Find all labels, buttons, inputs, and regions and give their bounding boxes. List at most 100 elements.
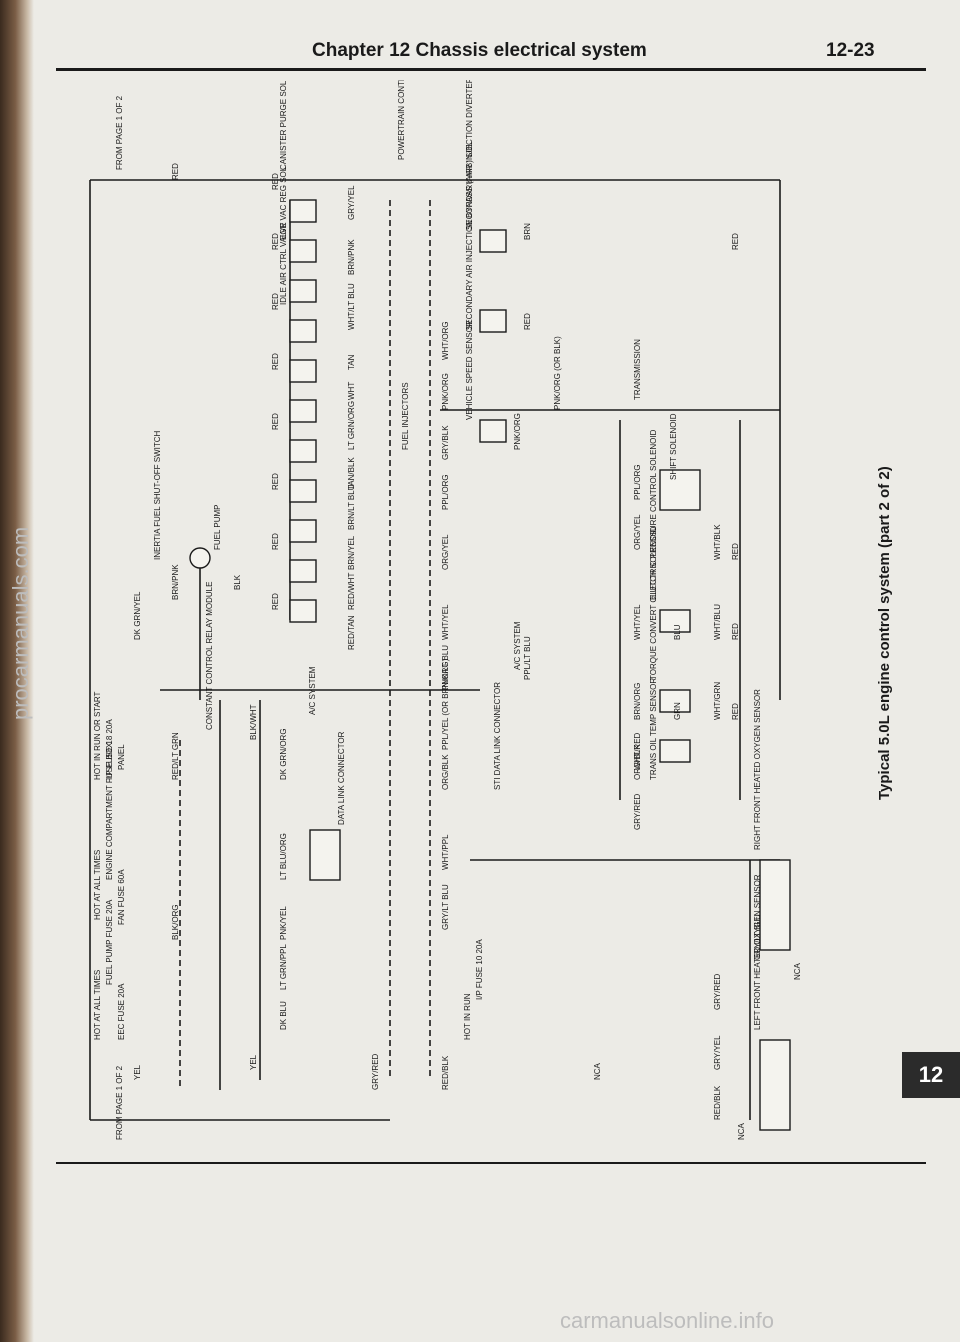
wire-gry-lt-blu: GRY/LT BLU — [441, 884, 450, 930]
header-rule — [56, 68, 926, 71]
wire-brn-yel: BRN/YEL — [347, 535, 356, 570]
label-inertia-switch: INERTIA FUEL SHUT-OFF SWITCH — [153, 430, 162, 560]
left-o2-sensor-box — [759, 1039, 791, 1131]
watermark-bottom: carmanualsonline.info — [560, 1308, 775, 1333]
wire-wht-lt-blu: WHT/LT BLU — [347, 283, 356, 330]
injector-box-6 — [289, 519, 317, 543]
label-vehicle-speed-sensor: VEHICLE SPEED SENSOR — [465, 320, 474, 420]
chapter-tab: 12 — [902, 1052, 960, 1098]
vss-box — [479, 419, 507, 443]
airb-solenoid-box — [479, 309, 507, 333]
wire-red-5: RED — [271, 353, 280, 370]
wire-brn-pnk: BRN/PNK — [347, 239, 356, 275]
wire-red-3: RED — [271, 233, 280, 250]
wire-red-blk: RED/BLK — [441, 1055, 450, 1090]
label-hot-in-run: HOT IN RUN — [463, 993, 472, 1040]
wire-nca-2: NCA — [793, 962, 800, 980]
wire-grn: GRN — [673, 702, 682, 720]
wire-nca-3: NCA — [593, 1062, 602, 1080]
label-from-top: FROM PAGE 1 OF 2 — [115, 95, 124, 170]
wire-red-7: RED — [271, 473, 280, 490]
wire-ppl-org-2: PPL/ORG — [633, 464, 642, 500]
label-shift-solenoid: SHIFT SOLENOID — [669, 413, 678, 480]
watermark-left-wrapper: procarmanuals.com — [4, 420, 40, 720]
label-constant-control-relay: CONSTANT CONTROL RELAY MODULE — [205, 582, 214, 730]
wire-wht-yel-2: WHT/YEL — [633, 604, 642, 640]
wire-org-blk-2: ORG/BLK — [633, 744, 642, 780]
wiring-diagram: FROM PAGE 1 OF 2 FROM PAGE 1 OF 2 HOT IN… — [89, 80, 800, 1140]
wire-wht-grn: WHT/GRN — [713, 682, 722, 720]
injector-box-8 — [289, 599, 317, 623]
label-ip-panel: PANEL — [117, 744, 126, 770]
egr-vac-reg-box — [289, 239, 317, 263]
wire-brn-pnk-2: BRN/PNK — [171, 564, 180, 600]
wire-brn-org: BRN/ORG — [633, 683, 642, 720]
wire-red-2: RED — [271, 173, 280, 190]
book-spine-shadow — [0, 0, 34, 1342]
wire-nca-1: NCA — [737, 1122, 746, 1140]
wire-tan: TAN — [347, 354, 356, 370]
wire-wht-red: WHT/RED — [633, 732, 642, 770]
label-left-o2: LEFT FRONT HEATED OXYGEN SENSOR — [753, 874, 762, 1030]
data-link-connector-box — [309, 829, 341, 881]
label-fan-fuse: FAN FUSE 60A — [117, 869, 126, 925]
wire-wht-blu: WHT/BLU — [713, 604, 722, 640]
label-fuel-injectors: FUEL INJECTORS — [401, 382, 410, 450]
wire-wht: WHT — [347, 382, 356, 400]
wire-red-10: RED — [523, 313, 532, 330]
wire-gry-lt-blu-2: GRY/LT BLU — [753, 914, 762, 960]
label-hot-at-all-times-1: HOT AT ALL TIMES — [93, 850, 102, 920]
canister-purge-solenoid-box — [289, 199, 317, 223]
right-o2-sensor-box — [759, 859, 791, 951]
fuel-pump-motor-symbol — [189, 547, 211, 569]
label-tcc-solenoid: TORQUE CONVERT CLUTCH SOLENOID — [649, 526, 658, 680]
footer-rule — [56, 1162, 926, 1164]
wire-pnk-lt-blu: PNK/LT BLU — [441, 645, 450, 690]
epc-solenoid-box — [659, 609, 691, 633]
wire-red-lt-grn: RED/LT GRN — [171, 732, 180, 780]
label-trans-oil-temp: TRANS OIL TEMP SENSOR — [649, 678, 658, 780]
wire-org-blk: ORG/BLK — [441, 754, 450, 790]
chapter-title: Chapter 12 Chassis electrical system — [312, 40, 647, 61]
wire-gry-blk: GRY/BLK — [441, 425, 450, 460]
wire-dk-grn-org: DK GRN/ORG — [279, 728, 288, 780]
wire-pnk-org-or-blk: PNK/ORG (OR BLK) — [553, 336, 562, 410]
label-secondary-air-bypass: SECONDARY AIR INJECTION BYPASS (AIRB) SO… — [465, 141, 474, 330]
wire-dk-blu: DK BLU — [279, 1001, 288, 1030]
wire-red-tan: RED/TAN — [347, 615, 356, 650]
wire-lt-grn-org: LT GRN/ORG — [347, 401, 356, 450]
wire-blk-wht: BLK/WHT — [249, 704, 258, 740]
label-epc-solenoid: ELECTRIC PRESSURE CONTROL SOLENOID — [649, 429, 658, 600]
wire-red-4: RED — [271, 293, 280, 310]
label-ac-system-1: A/C SYSTEM — [308, 666, 317, 715]
wire-labels: RED RED RED RED RED RED RED RED RED GRY/… — [133, 163, 800, 1140]
wire-brn: BRN — [523, 223, 532, 240]
trans-oil-temp-box — [659, 739, 691, 763]
label-transmission: TRANSMISSION — [633, 339, 642, 400]
wire-pnk-yel: PNK/YEL — [279, 906, 288, 940]
wire-wht-org: WHT/ORG — [441, 321, 450, 360]
wire-brn-lt-blu: BRN/LT BLU — [347, 484, 356, 530]
injector-box-4 — [289, 439, 317, 463]
wire-ppl-org: PPL/ORG — [441, 474, 450, 510]
label-canister-purge: CANISTER PURGE SOLENOID — [279, 80, 288, 170]
injector-box-2 — [289, 359, 317, 383]
label-data-link-1: DATA LINK CONNECTOR — [337, 731, 346, 825]
wire-wht-blk: WHT/BLK — [713, 524, 722, 560]
aird-solenoid-box — [479, 229, 507, 253]
wire-red-wht: RED/WHT — [347, 573, 356, 610]
label-idle-air-ctrl: IDLE AIR CTRL VALVE — [279, 222, 288, 305]
injector-box-1 — [289, 319, 317, 343]
injector-box-5 — [289, 479, 317, 503]
wire-gry-yel-2: GRY/YEL — [713, 1035, 722, 1070]
wire-yel-1: YEL — [249, 1054, 258, 1070]
wire-yel-2: YEL — [133, 1064, 142, 1080]
label-fuel-pump: FUEL PUMP — [213, 505, 222, 551]
label-eec-fuse: EEC FUSE 20A — [117, 983, 126, 1040]
tcc-solenoid-box — [659, 689, 691, 713]
page-number: 12-23 — [826, 40, 875, 61]
wire-red-13: RED — [731, 623, 740, 640]
wire-red-14: RED — [731, 703, 740, 720]
label-engine-compartment-fuse-box: ENGINE COMPARTMENT FUSE BOX — [105, 742, 114, 880]
wire-tan-blk: TAN/BLK — [347, 457, 356, 490]
